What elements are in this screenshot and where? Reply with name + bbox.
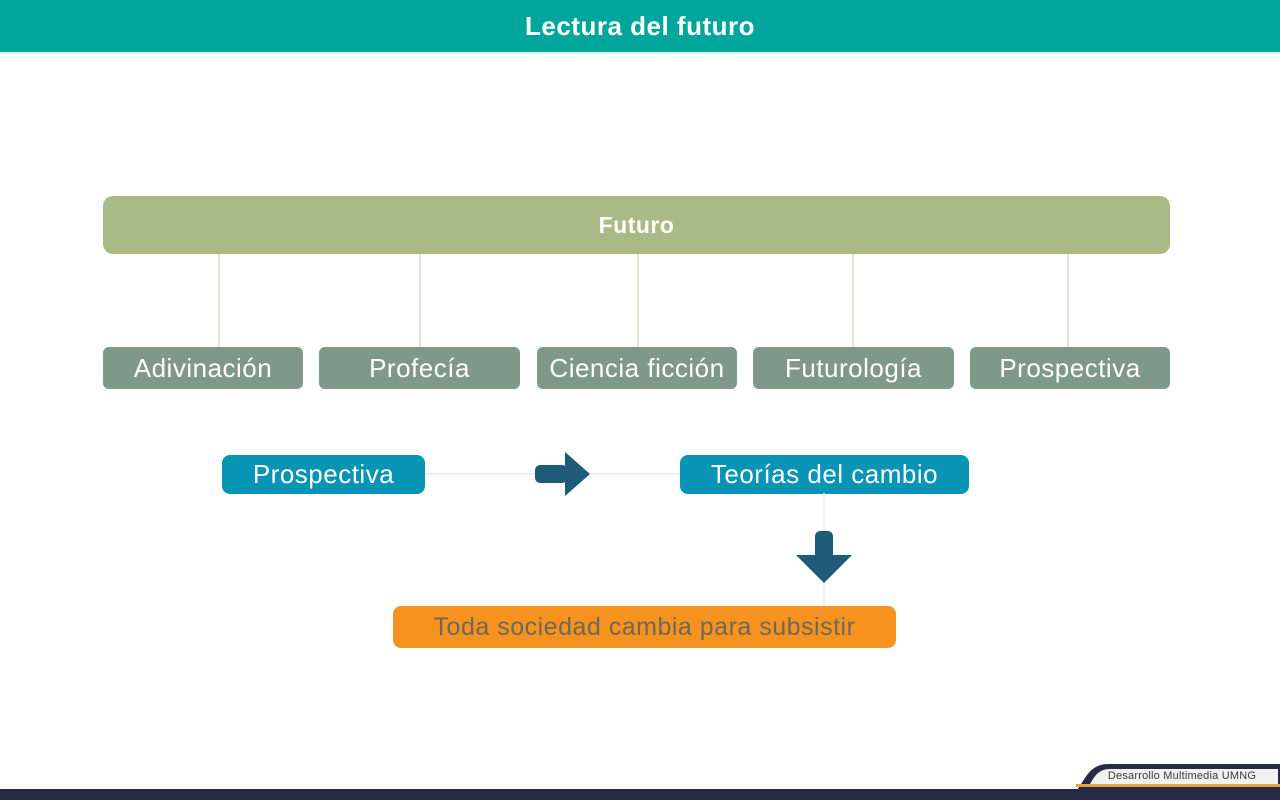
tree-connector [419, 254, 421, 347]
credit-label: Desarrollo Multimedia UMNG [1107, 770, 1257, 782]
flow-node-prospectiva: Prospectiva [222, 455, 425, 494]
tree-connector [218, 254, 220, 347]
root-node-label: Futuro [598, 211, 675, 238]
arrow-down-icon [796, 531, 852, 583]
result-node: Toda sociedad cambia para subsistir [393, 606, 896, 648]
child-node-futurologia: Futurología [753, 347, 954, 389]
credit-banner-shape [1076, 764, 1280, 790]
flow-node-label: Teorías del cambio [710, 459, 939, 489]
child-node-label: Adivinación [133, 352, 273, 383]
child-node-label: Ciencia ficción [549, 352, 725, 383]
flow-node-teorias-del-cambio: Teorías del cambio [680, 455, 969, 494]
tree-connector [852, 254, 854, 347]
child-node-label: Profecía [369, 352, 470, 383]
tree-connector [637, 254, 639, 347]
child-node-profecia: Profecía [319, 347, 520, 389]
child-node-label: Prospectiva [999, 352, 1141, 383]
footer-bar [0, 789, 1280, 800]
child-node-label: Futurología [784, 352, 923, 383]
child-node-prospectiva: Prospectiva [970, 347, 1170, 389]
page-title: Lectura del futuro [524, 10, 755, 41]
result-node-label: Toda sociedad cambia para subsistir [433, 612, 856, 641]
tree-connector [1067, 254, 1069, 347]
child-node-adivinacion: Adivinación [103, 347, 303, 389]
root-node-futuro: Futuro [103, 196, 1170, 254]
flow-node-label: Prospectiva [252, 459, 395, 489]
slide-header: Lectura del futuro [0, 0, 1280, 54]
arrow-right-icon [535, 452, 590, 496]
child-node-ciencia-ficcion: Ciencia ficción [537, 347, 737, 389]
